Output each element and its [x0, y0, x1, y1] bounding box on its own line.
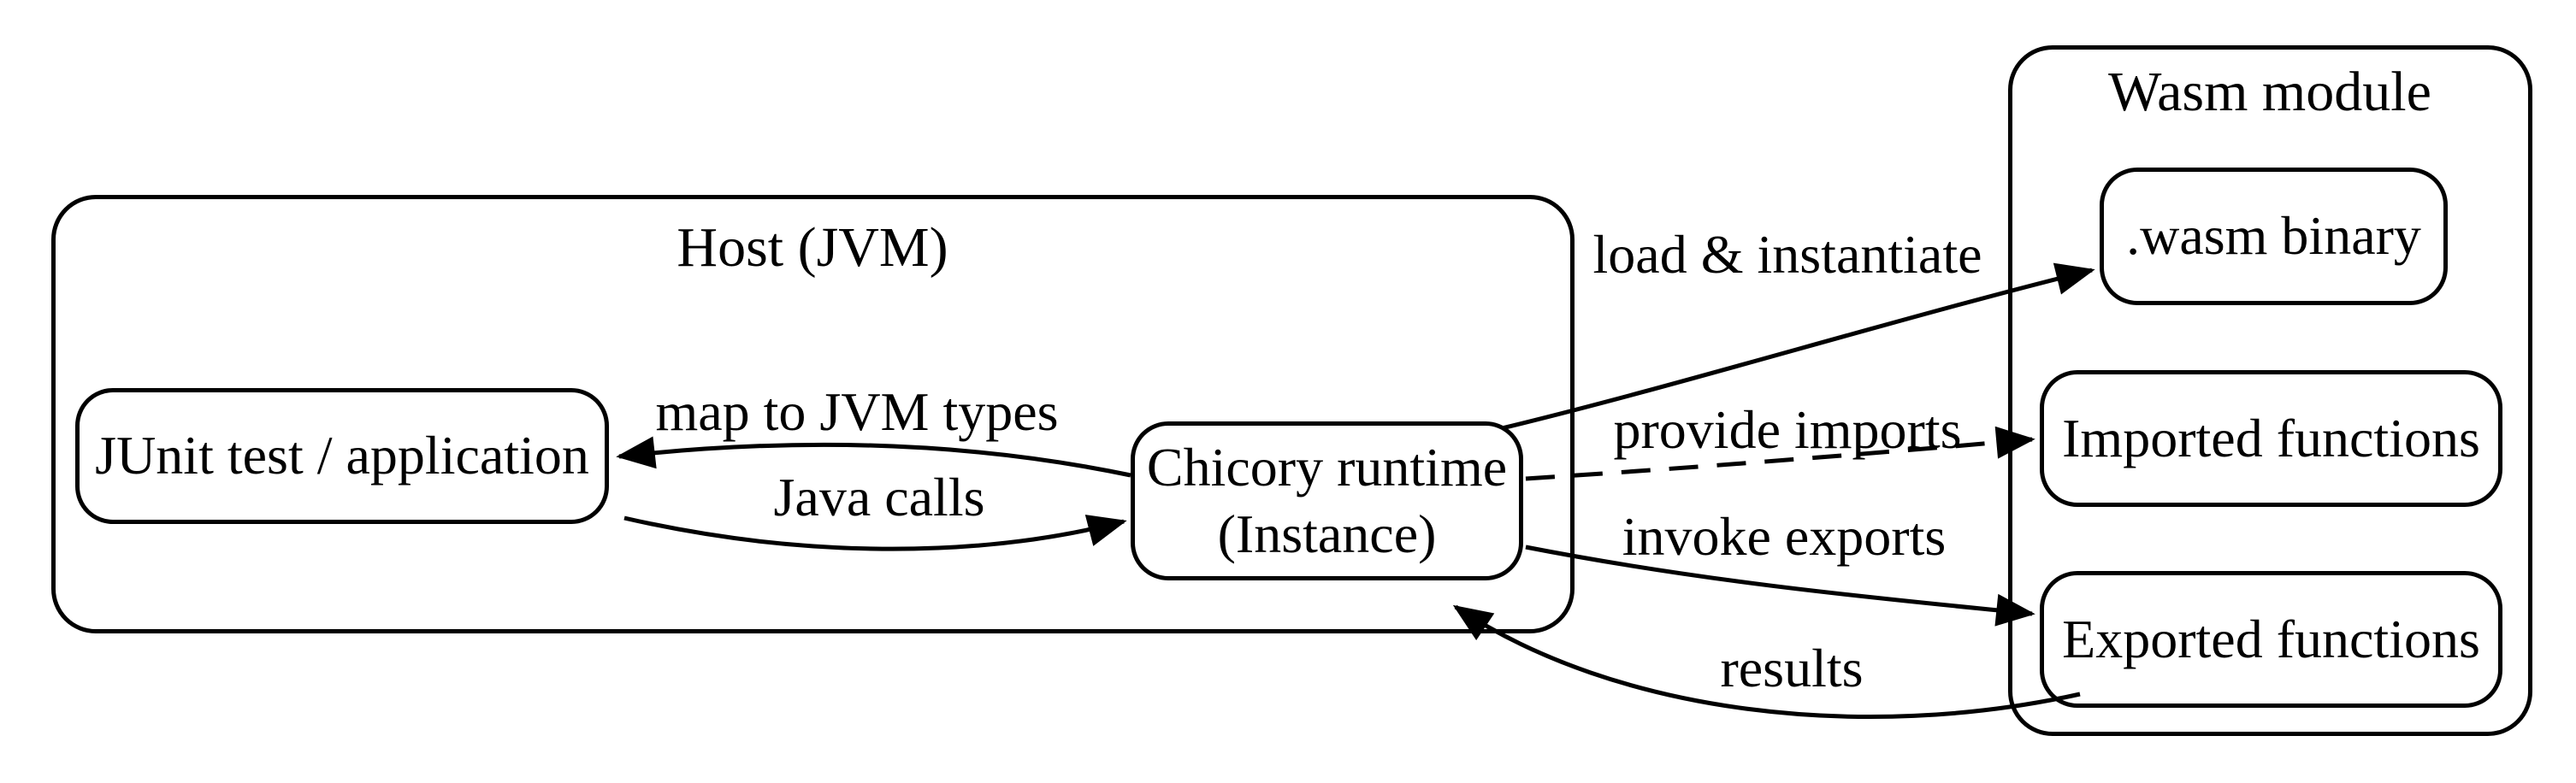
wasm-binary-label: .wasm binary — [2126, 205, 2421, 267]
edge-label-results: results — [1720, 638, 1864, 698]
chicory-runtime-node: Chicory runtime (Instance) — [1131, 421, 1523, 580]
edge-label-map-to-jvm-types: map to JVM types — [655, 381, 1059, 442]
chicory-runtime-label-line2: (Instance) — [1217, 503, 1437, 564]
wasm-binary-node: .wasm binary — [2100, 168, 2448, 305]
edge-label-java-calls: Java calls — [773, 467, 985, 527]
edge-label-load-instantiate: load & instantiate — [1592, 224, 1982, 285]
exported-functions-node: Exported functions — [2040, 571, 2502, 708]
junit-test-application-label: JUnit test / application — [95, 425, 589, 486]
chicory-runtime-label-line1: Chicory runtime — [1146, 436, 1508, 497]
edge-label-invoke-exports: invoke exports — [1622, 506, 1947, 567]
host-jvm-cluster-label: Host (JVM) — [676, 216, 948, 279]
wasm-module-cluster-label: Wasm module — [2108, 61, 2431, 123]
imported-functions-node: Imported functions — [2040, 370, 2502, 507]
exported-functions-label: Exported functions — [2062, 608, 2480, 669]
junit-test-application-node: JUnit test / application — [75, 388, 609, 524]
imported-functions-label: Imported functions — [2062, 407, 2480, 468]
edge-label-provide-imports: provide imports — [1613, 399, 1962, 460]
